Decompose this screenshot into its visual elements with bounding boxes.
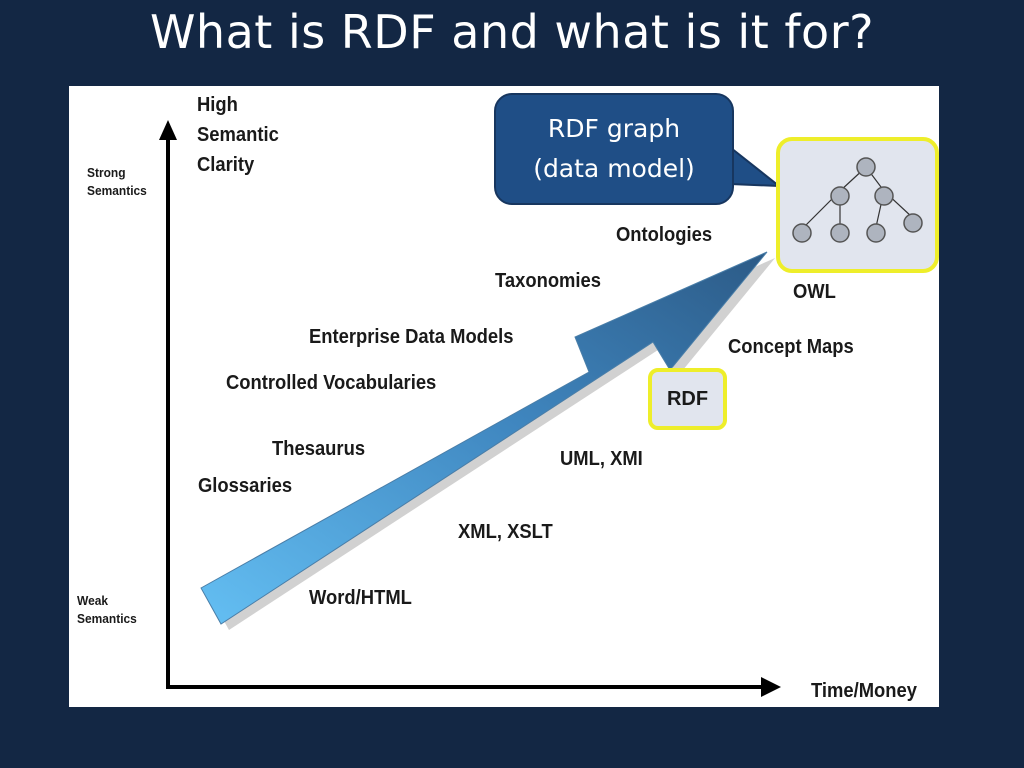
item-ontologies: Ontologies bbox=[616, 224, 713, 246]
item-glossaries: Glossaries bbox=[198, 475, 293, 497]
item-thesaurus: Thesaurus bbox=[272, 438, 366, 460]
item-enterprise-data-models: Enterprise Data Models bbox=[309, 326, 514, 348]
item-concept-maps: Concept Maps bbox=[728, 336, 854, 358]
y-axis-top-label: High Semantic Clarity bbox=[197, 94, 279, 176]
y-axis-weak-label: Weak Semantics bbox=[77, 593, 137, 626]
callout-line-1: RDF graph bbox=[547, 114, 681, 143]
item-controlled-vocabularies: Controlled Vocabularies bbox=[226, 372, 437, 394]
x-axis-arrowhead bbox=[761, 677, 781, 697]
diagram-graphics bbox=[159, 120, 781, 697]
graph-tree-box bbox=[776, 137, 939, 273]
rdf-graph-callout: RDF graph (data model) bbox=[494, 93, 734, 205]
item-taxonomies: Taxonomies bbox=[495, 270, 602, 292]
callout-line-2: (data model) bbox=[533, 154, 695, 183]
y-axis-strong-label: Strong Semantics bbox=[87, 165, 147, 198]
slide-title: What is RDF and what is it for? bbox=[149, 5, 875, 59]
y-axis-arrowhead bbox=[159, 120, 177, 140]
item-word-html: Word/HTML bbox=[309, 587, 412, 609]
diagram-panel: High Semantic Clarity Strong Semantics W… bbox=[69, 86, 939, 707]
rising-arrow bbox=[200, 251, 768, 625]
item-owl: OWL bbox=[793, 281, 836, 303]
item-xml-xslt: XML, XSLT bbox=[458, 521, 553, 543]
tree-graph-icon bbox=[792, 157, 923, 243]
x-axis-label: Time/Money bbox=[811, 680, 918, 702]
rdf-box: RDF bbox=[648, 368, 727, 430]
item-uml-xmi: UML, XMI bbox=[560, 448, 643, 470]
